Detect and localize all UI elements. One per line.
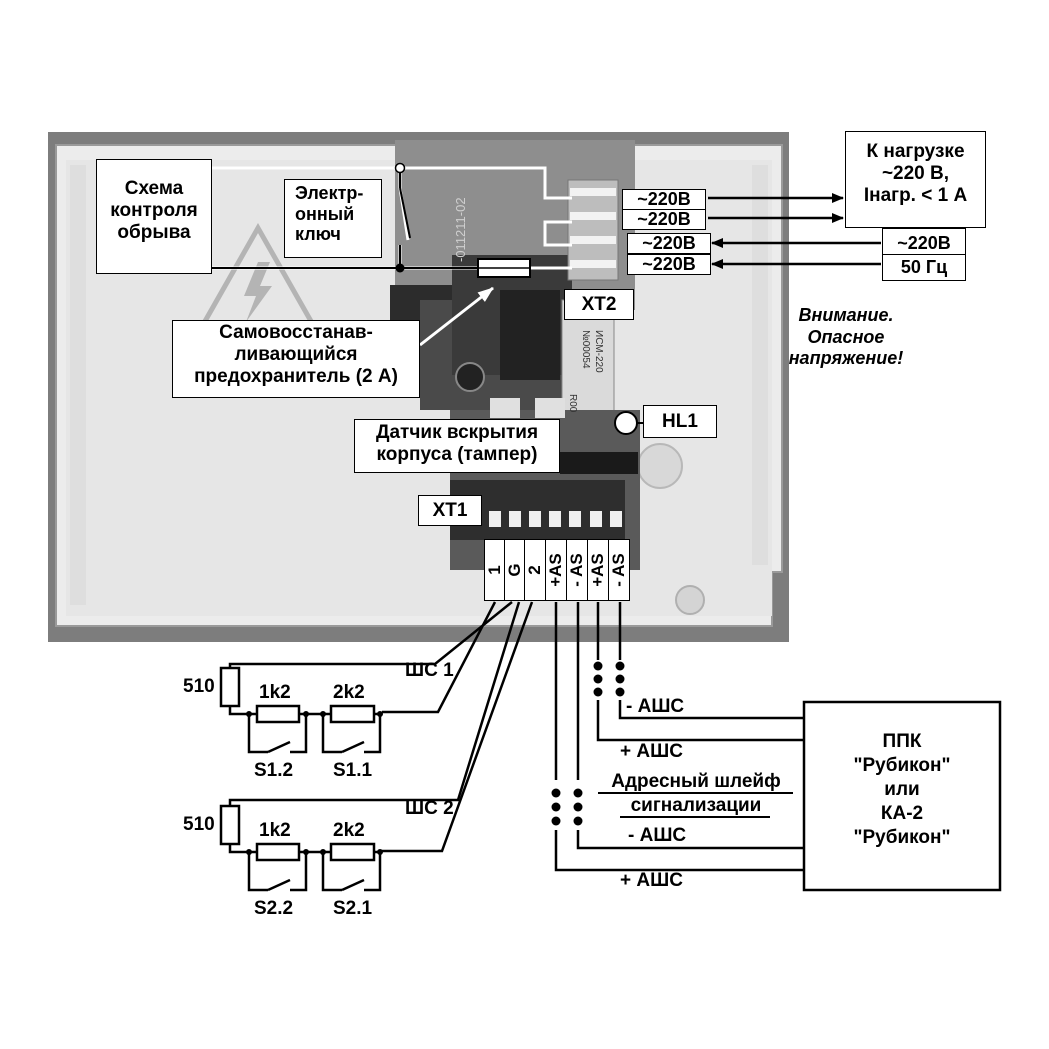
xt1-terminal-minus-as: - AS (566, 539, 588, 601)
resistor-1k2-loop1 (255, 704, 301, 724)
break-control-line: Схема (124, 178, 184, 199)
wire-label-plus-ashs: + АШС (620, 870, 683, 891)
fuse-label-line: ливающийся (234, 343, 358, 365)
loop2-name: ШС 2 (405, 798, 454, 819)
loop2-resistor-1k2-value: 1k2 (259, 820, 291, 841)
loop1-name: ШС 1 (405, 660, 454, 681)
load-label: К нагрузке ~220 В, Iнагр. < 1 А (845, 131, 986, 228)
xt1-terminal-plus-as: +AS (545, 539, 567, 601)
resistor-2k2-loop2 (329, 842, 376, 862)
resistor-510-loop2 (219, 804, 241, 846)
mains-label-line: 50 Гц (900, 257, 948, 277)
xt2-terminal-label: XT2 (564, 289, 634, 320)
xt1-terminal-2: 2 (524, 539, 546, 601)
xt1-terminal-plus-as: +AS (587, 539, 609, 601)
resistor-2k2-loop1 (329, 704, 376, 724)
electronic-key-line: ключ (295, 224, 341, 245)
electronic-key-line: онный (295, 203, 355, 224)
warning-line: Опасное (807, 326, 885, 347)
load-label-line: ~220 В, (881, 162, 950, 184)
loop2-switch-label: S2.1 (333, 898, 373, 919)
load-label-line: К нагрузке (866, 141, 965, 162)
ppk-device-box (802, 700, 1002, 892)
fuse-label: Самовосстанав- ливающийся предохранитель… (172, 320, 420, 398)
fuse-label-line: предохранитель (2 А) (194, 365, 398, 387)
loop2-resistor-2k2-value: 2k2 (333, 820, 365, 841)
led-indicator-icon (614, 411, 638, 435)
resistor-1k2-loop2 (255, 842, 301, 862)
tamper-label-line: Датчик вскрытия (375, 422, 539, 443)
xt1-terminal-g: G (504, 539, 526, 601)
break-control-line: контроля (110, 199, 198, 221)
fuse-pointer-arrow (419, 286, 494, 347)
ppk-device-label: ППК "Рубикон" или КА-2 "Рубикон" (853, 731, 951, 848)
xt1-terminal-1: 1 (484, 539, 506, 601)
junction-dot (394, 162, 406, 174)
warning-line: Внимание. (798, 305, 894, 325)
xt2-terminal-2: ~220В (622, 209, 706, 230)
tamper-label-line: корпуса (тампер) (376, 443, 538, 465)
wire-label-minus-ashs: - АШС (626, 696, 685, 717)
loop1-switch-label: S1.2 (254, 760, 294, 781)
xt2-terminal-3: ~220В (627, 233, 711, 254)
mains-label-line: ~220В (897, 233, 951, 253)
wire-label-plus-ashs: + АШС (620, 741, 683, 762)
loop2-resistor-510-value: 510 (183, 814, 215, 835)
junction-dot (395, 263, 405, 273)
board-print-mark: R00 (567, 394, 578, 413)
board-print-mark: -011211-02 (453, 197, 468, 262)
loop1-resistor-2k2-value: 2k2 (333, 682, 365, 703)
xt1-terminal-label: XT1 (418, 495, 482, 526)
electronic-key-label: Электр- онный ключ (284, 179, 382, 258)
hl1-led-label: HL1 (643, 405, 717, 438)
address-loop-title: Адресный шлейф сигнализации (611, 771, 781, 816)
load-label-line: Iнагр. < 1 А (863, 184, 968, 206)
loop-wiring (228, 601, 804, 892)
break-control-line: обрыва (117, 221, 191, 243)
lightning-icon (244, 262, 272, 322)
wire-label-minus-ashs: - АШС (628, 825, 687, 846)
xt1-terminal-minus-as: - AS (608, 539, 630, 601)
warning-line: напряжение! (788, 348, 904, 369)
loop1-resistor-510-value: 510 (183, 676, 215, 697)
continuation-dots (551, 661, 625, 826)
tamper-label: Датчик вскрытия корпуса (тампер) (354, 419, 560, 473)
xt2-terminal-1: ~220В (622, 189, 706, 210)
resistor-510-loop1 (219, 666, 241, 708)
danger-warning-text: Внимание. Опасное напряжение! (764, 305, 928, 370)
board-print-mark: №00054 (580, 330, 591, 369)
board-print-mark: ИСМ-220 (593, 330, 604, 373)
loop1-switch-label: S1.1 (333, 760, 373, 781)
fuse-label-line: Самовосстанав- (219, 322, 373, 343)
xt2-terminal-4: ~220В (627, 254, 711, 275)
electronic-key-line: Электр- (295, 183, 364, 203)
break-control-label: Схема контроля обрыва (96, 159, 212, 274)
loop2-switch-label: S2.2 (254, 898, 294, 919)
loop1-resistor-1k2-value: 1k2 (259, 682, 291, 703)
